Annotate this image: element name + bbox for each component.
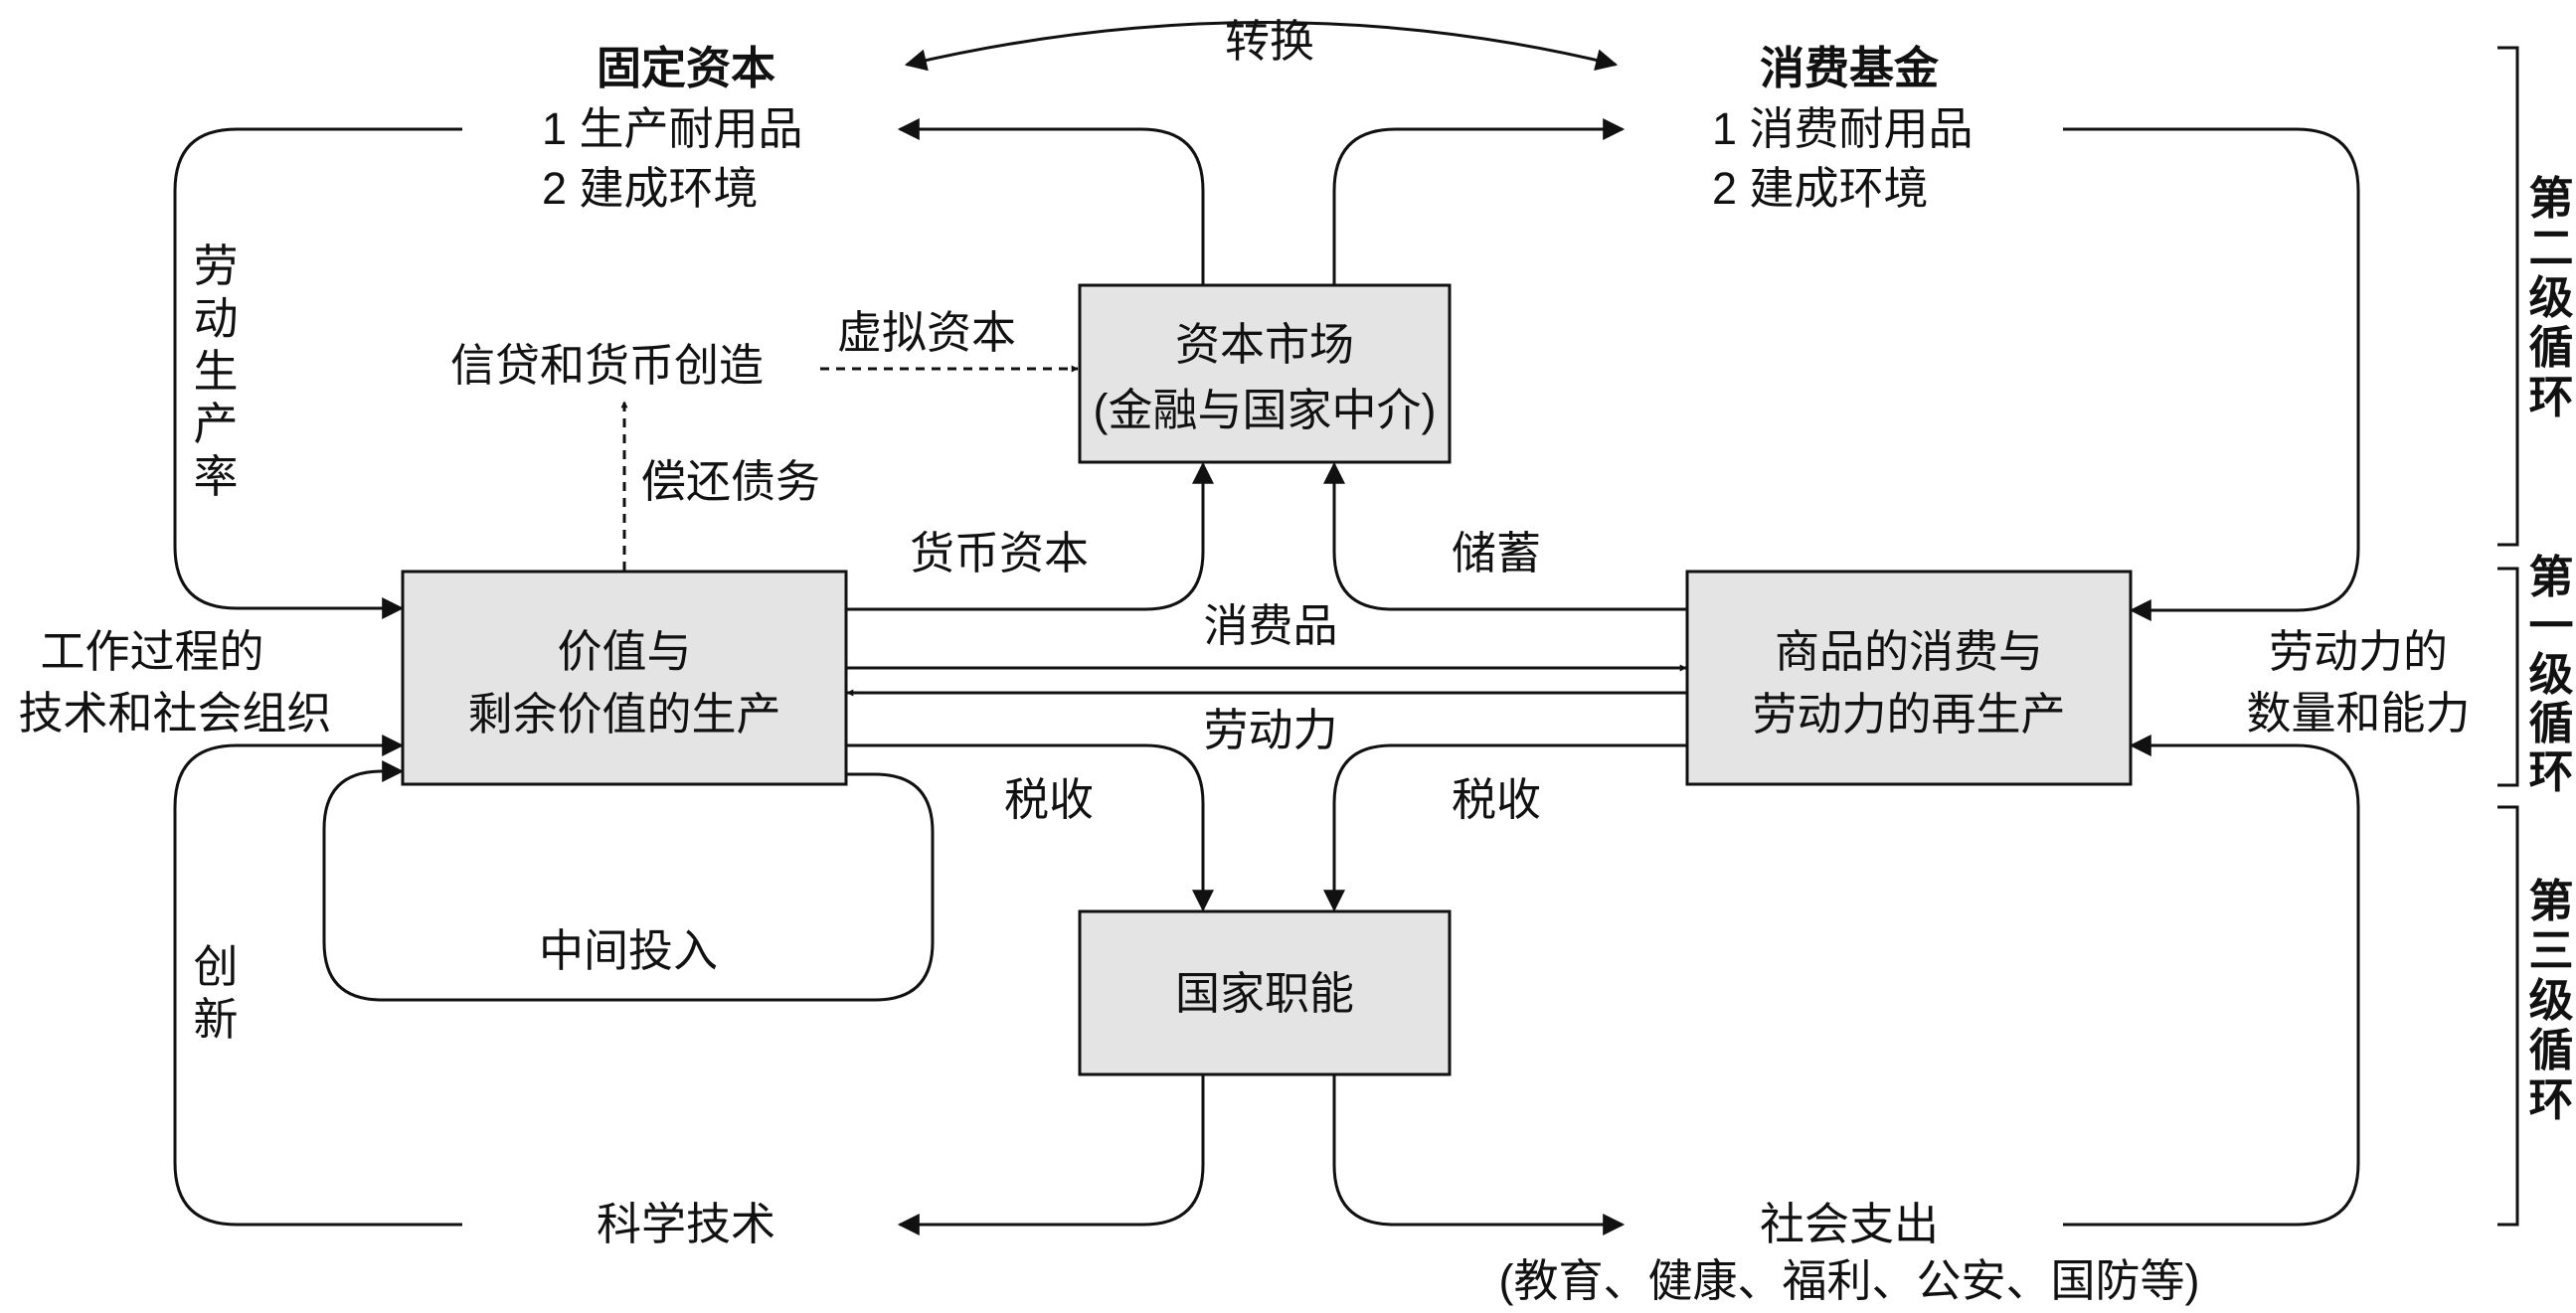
state-function-box <box>1078 909 1452 1076</box>
labor-quantity-label-1: 劳动力的 <box>2269 626 2448 677</box>
consumption-label-2: 劳动力的再生产 <box>1752 689 2065 739</box>
work-process-label-2: 技术和社会组织 <box>18 688 331 739</box>
intermediate-inputs-loop-arrow <box>322 760 935 1002</box>
savings-arrow <box>1323 461 1686 611</box>
consumption-box <box>1685 570 2133 786</box>
svg-text:级: 级 <box>2528 649 2573 700</box>
fixed-capital-item-1: 1 生产耐用品 <box>542 103 803 154</box>
svg-text:产: 产 <box>193 399 238 449</box>
tax-left-arrow <box>847 743 1214 912</box>
first-circuit-bracket <box>2497 567 2519 787</box>
labor-power-label: 劳动力 <box>1203 705 1337 755</box>
svg-text:第: 第 <box>2528 552 2573 602</box>
savings-label: 储蓄 <box>1452 528 1541 578</box>
first-circuit-label: 第 一 级 循 环 <box>2528 552 2573 797</box>
innovation-loop-arrow <box>173 735 462 1227</box>
social-expenditure-detail: (教育、健康、福利、公安、国防等) <box>1499 1255 2200 1306</box>
work-process-label-1: 工作过程的 <box>40 626 263 677</box>
svg-text:环: 环 <box>2528 1074 2573 1125</box>
svg-text:环: 环 <box>2528 746 2573 797</box>
third-circuit-label: 第 三 级 循 环 <box>2528 876 2573 1125</box>
capital-market-box <box>1078 283 1452 464</box>
social-expenditure-loop-arrow <box>2063 735 2360 1227</box>
svg-text:第: 第 <box>2528 173 2573 224</box>
consumer-goods-label: 消费品 <box>1203 600 1337 651</box>
fixed-capital-item-2: 2 建成环境 <box>542 163 759 214</box>
innovation-label: 创 新 <box>193 941 238 1045</box>
capital-market-to-fixed-capital-arrow <box>897 118 1205 285</box>
value-production-box <box>401 570 848 786</box>
labor-productivity-label: 劳 动 生 产 率 <box>193 241 238 502</box>
svg-text:生: 生 <box>193 346 238 397</box>
conversion-arrow <box>904 21 1619 72</box>
fixed-capital-title: 固定资本 <box>597 43 775 93</box>
capital-market-to-consumption-fund-arrow <box>1332 118 1626 285</box>
tax-right-arrow <box>1323 743 1686 912</box>
money-capital-arrow <box>847 461 1214 611</box>
svg-text:循: 循 <box>2528 698 2573 748</box>
tax-left-label: 税收 <box>1004 774 1094 825</box>
social-expenditure-label: 社会支出 <box>1760 1199 1939 1249</box>
state-function-label: 国家职能 <box>1175 968 1354 1019</box>
svg-text:一: 一 <box>2528 600 2573 651</box>
svg-text:环: 环 <box>2528 372 2573 422</box>
consumption-fund-item-1: 1 消费耐用品 <box>1712 103 1974 154</box>
consumption-fund-title: 消费基金 <box>1760 43 1940 93</box>
second-circuit-bracket <box>2497 46 2519 547</box>
third-circuit-bracket <box>2497 805 2519 1227</box>
science-technology-label: 科学技术 <box>597 1199 775 1249</box>
consumption-fund-loop-arrow <box>2063 127 2360 621</box>
svg-text:循: 循 <box>2528 322 2573 373</box>
capital-market-sublabel: (金融与国家中介) <box>1094 385 1437 435</box>
intermediate-inputs-label: 中间投入 <box>539 925 718 976</box>
second-circuit-label: 第 二 级 循 环 <box>2528 173 2573 422</box>
svg-text:级: 级 <box>2528 975 2573 1026</box>
value-production-label-2: 剩余价值的生产 <box>467 689 780 739</box>
state-to-social-expenditure-arrow <box>1332 1075 1626 1235</box>
svg-text:第: 第 <box>2528 876 2573 926</box>
svg-text:率: 率 <box>193 451 238 502</box>
labor-productivity-loop-arrow <box>173 127 462 619</box>
labor-quantity-label-2: 数量和能力 <box>2246 688 2470 739</box>
svg-text:新: 新 <box>193 994 238 1045</box>
money-capital-label: 货币资本 <box>910 528 1089 578</box>
svg-text:动: 动 <box>193 293 238 344</box>
value-production-label-1: 价值与 <box>557 626 691 677</box>
state-to-science-arrow <box>897 1075 1205 1235</box>
svg-text:循: 循 <box>2528 1025 2573 1075</box>
svg-text:级: 级 <box>2528 272 2573 323</box>
capital-market-label: 资本市场 <box>1175 319 1354 370</box>
credit-money-creation-label: 信贷和货币创造 <box>450 340 764 391</box>
fictitious-capital-label: 虚拟资本 <box>837 307 1016 358</box>
svg-text:创: 创 <box>193 941 238 992</box>
svg-text:三: 三 <box>2528 925 2573 976</box>
debt-repayment-label: 偿还债务 <box>641 456 820 507</box>
tax-right-label: 税收 <box>1452 774 1541 825</box>
svg-text:二: 二 <box>2528 223 2573 273</box>
consumption-label-1: 商品的消费与 <box>1775 626 2043 677</box>
svg-text:劳: 劳 <box>193 241 238 291</box>
consumption-fund-item-2: 2 建成环境 <box>1712 163 1929 214</box>
